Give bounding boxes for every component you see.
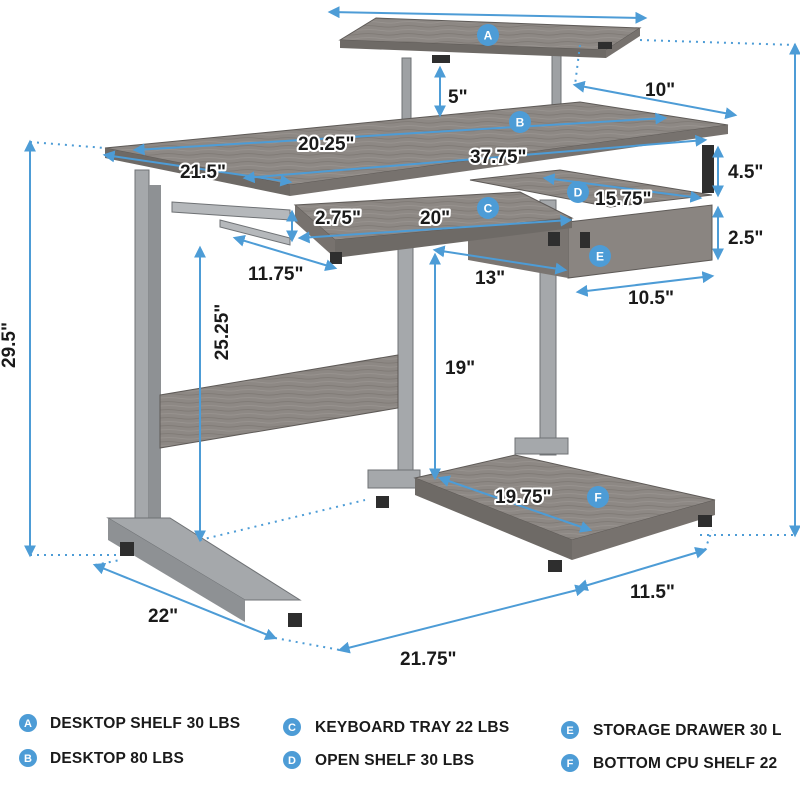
- svg-text:E: E: [596, 250, 604, 264]
- svg-text:C: C: [484, 202, 493, 216]
- dim-tray-front-height: 2.75": [315, 208, 361, 229]
- dim-open-shelf-height: 4.5": [728, 162, 763, 183]
- legend-letter-a: A: [24, 718, 32, 730]
- dim-line-desktop-depth: [132, 112, 668, 156]
- dim-tray-depth: 11.75": [248, 264, 304, 285]
- svg-text:A: A: [484, 29, 493, 43]
- legend-item-b: B DESKTOP 80 LBS: [19, 749, 184, 767]
- dim-line-drawer-depth: [432, 245, 568, 275]
- svg-text:F: F: [594, 491, 601, 505]
- dim-line-shelf-depth: [572, 80, 738, 120]
- dim-cpu-base-depth: 11.5": [630, 582, 675, 603]
- bubble-c: C: [477, 197, 499, 219]
- bubble-d: D: [567, 181, 589, 203]
- dim-line-tray-depth: [232, 235, 338, 271]
- dim-drawer-depth: 13": [475, 268, 505, 289]
- dim-desktop-side: 21.5": [180, 162, 226, 183]
- dim-desktop-shelf-riser: 5": [448, 87, 468, 108]
- bubble-a: A: [477, 24, 499, 46]
- dim-line-top-width: [327, 6, 648, 24]
- legend-label-b: DESKTOP 80 LBS: [50, 750, 184, 767]
- legend-letter-e: E: [566, 725, 573, 737]
- svg-text:B: B: [516, 116, 525, 130]
- dim-desktop-shelf-depth: 10": [645, 80, 675, 101]
- dim-line-open-shelf-width: [542, 173, 703, 203]
- legend-letter-d: D: [288, 755, 296, 767]
- bubble-e: E: [589, 245, 611, 267]
- legend-label-a: DESKTOP SHELF 30 LBS: [50, 715, 240, 732]
- legend-label-e: STORAGE DRAWER 30 L: [593, 722, 782, 739]
- legend-letter-f: F: [567, 758, 574, 770]
- extension-lines: [29, 39, 796, 651]
- dim-drawer-height: 2.5": [728, 228, 763, 249]
- dim-line-cpu-shelf-width: [437, 475, 593, 533]
- legend-item-a: A DESKTOP SHELF 30 LBS: [19, 714, 240, 732]
- legend: A DESKTOP SHELF 30 LBS B DESKTOP 80 LBS …: [19, 714, 782, 772]
- stretcher-panel: [159, 354, 399, 449]
- legend-letter-b: B: [24, 753, 32, 765]
- legend-letter-c: C: [288, 722, 296, 734]
- part-bubbles: A B C D E F: [477, 24, 611, 508]
- legend-item-f: F BOTTOM CPU SHELF 22: [561, 754, 777, 772]
- dim-cpu-clearance: 19": [445, 358, 475, 379]
- dim-line-base-depth: [92, 563, 278, 640]
- legend-label-c: KEYBOARD TRAY 22 LBS: [315, 719, 509, 736]
- legend-label-f: BOTTOM CPU SHELF 22: [593, 755, 777, 772]
- bubble-f: F: [587, 486, 609, 508]
- svg-text:D: D: [574, 186, 583, 200]
- bubble-b: B: [509, 111, 531, 133]
- legend-item-c: C KEYBOARD TRAY 22 LBS: [283, 718, 509, 736]
- dim-line-base-width: [337, 584, 588, 654]
- dim-drawer-width: 10.5": [628, 288, 674, 309]
- desk-illustration: [104, 17, 729, 627]
- dim-tray-width: 20": [420, 208, 450, 229]
- dim-line-cpu-base-depth: [575, 547, 708, 591]
- legend-label-d: OPEN SHELF 30 LBS: [315, 752, 474, 769]
- dimension-lines: [24, 6, 800, 654]
- dim-desktop-width: 37.75": [470, 147, 527, 168]
- dim-line-drawer-width: [575, 271, 715, 297]
- dim-base-depth: 22": [148, 606, 178, 627]
- dim-base-width: 21.75": [400, 649, 457, 670]
- dim-line-tray-width: [297, 214, 573, 244]
- dim-desktop-depth: 20.25": [298, 134, 355, 155]
- cpu-shelf: [413, 454, 716, 572]
- dimension-labels: 29.5" 5" 10" 20.25" 21.5" 37.75" 4.5" 15…: [0, 80, 763, 670]
- legend-item-e: E STORAGE DRAWER 30 L: [561, 721, 782, 739]
- dim-overall-height: 29.5": [0, 322, 20, 368]
- dim-line-desktop-width: [242, 134, 708, 184]
- legend-item-d: D OPEN SHELF 30 LBS: [283, 751, 474, 769]
- dim-desk-height: 25.25": [212, 304, 233, 361]
- dim-open-shelf-width: 15.75": [595, 189, 652, 210]
- dim-cpu-shelf-width: 19.75": [495, 487, 552, 508]
